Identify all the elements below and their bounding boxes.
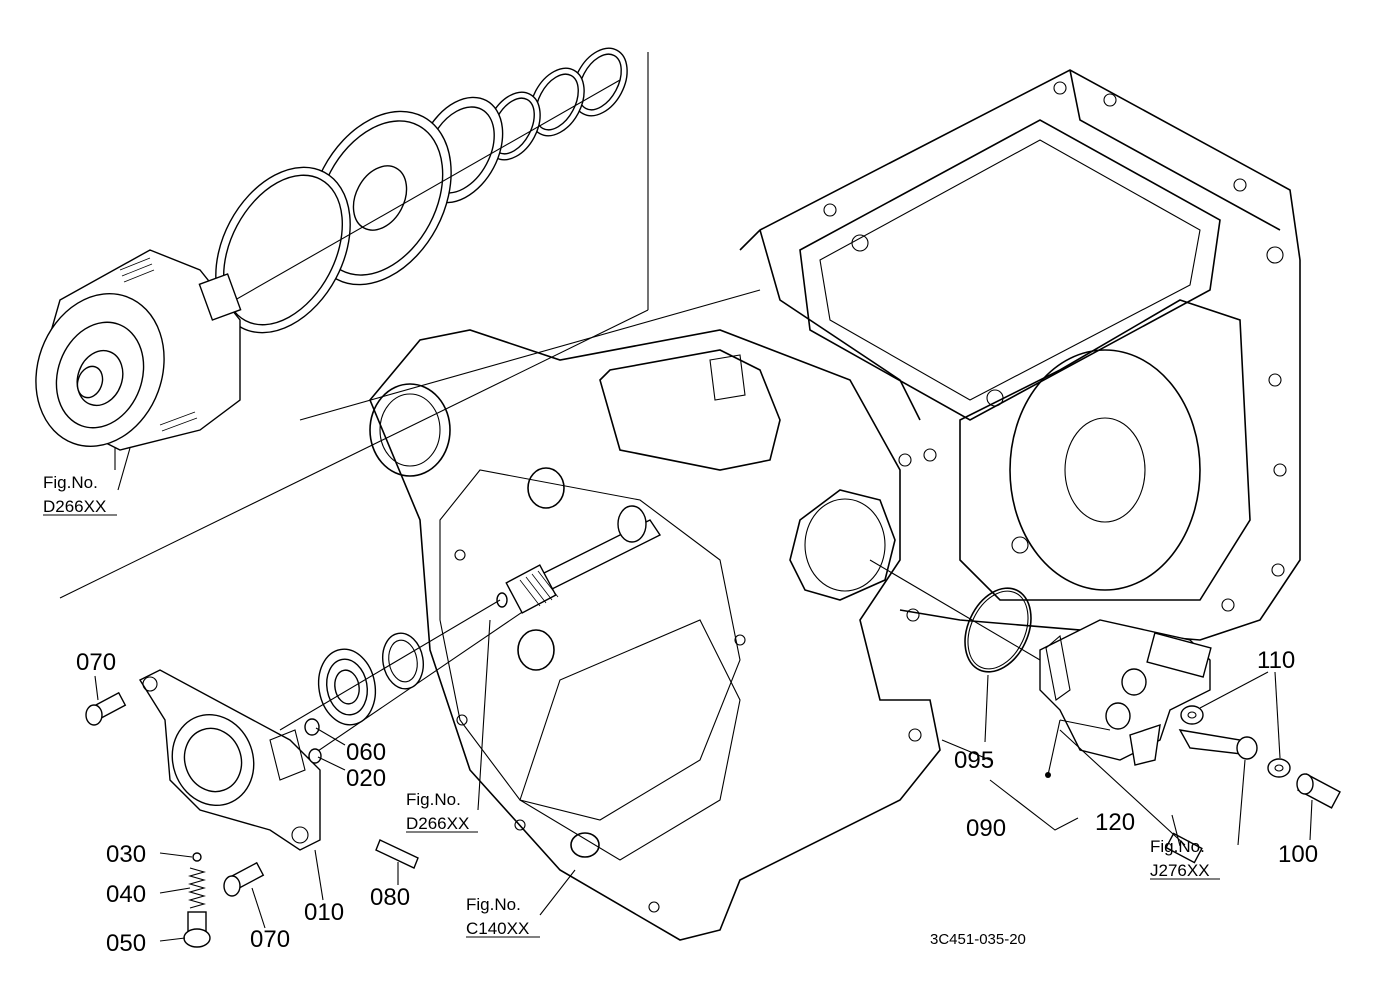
o-ring-095 (964, 587, 1032, 673)
fig-ref-code: D266XX (406, 814, 469, 833)
snap-ring (382, 632, 424, 690)
washer-110-b (1267, 758, 1291, 778)
callout-090: 090 (966, 815, 1006, 842)
callout-030: 030 (106, 841, 146, 868)
fig-ref-label: Fig.No. (1150, 837, 1205, 856)
plug-020 (308, 748, 322, 764)
spring-040 (187, 867, 207, 909)
fig-ref-code: C140XX (466, 919, 529, 938)
bearing (317, 648, 377, 726)
bracket-010 (138, 669, 321, 851)
callout-100: 100 (1278, 841, 1318, 868)
callout-040: 040 (106, 881, 146, 908)
ball-030 (192, 852, 202, 862)
washer-110-a (1180, 705, 1204, 725)
bolt-100 (1296, 773, 1341, 809)
pump-assembly (1039, 619, 1212, 766)
fig-ref-code: J276XX (1150, 861, 1210, 880)
shaft (496, 505, 662, 614)
fig-ref-d266xx-top[interactable]: Fig.No. D266XX (43, 473, 117, 516)
callout-020: 020 (346, 765, 386, 792)
callout-120: 120 (1095, 809, 1135, 836)
callout-010: 010 (304, 899, 344, 926)
callout-060: 060 (346, 739, 386, 766)
callout-095: 095 (954, 747, 994, 774)
pin-080 (375, 839, 419, 869)
callout-070-top: 070 (76, 649, 116, 676)
bolt-120 (1165, 832, 1203, 864)
drawing-code: 3C451-035-20 (930, 931, 1026, 948)
fig-ref-label: Fig.No. (406, 790, 461, 809)
o-ring-060 (304, 718, 320, 736)
pipe-bolt (1178, 729, 1258, 760)
callout-050: 050 (106, 930, 146, 957)
callout-110: 110 (1257, 647, 1295, 674)
callout-080: 080 (370, 884, 410, 911)
fig-ref-c140xx[interactable]: Fig.No. C140XX (466, 895, 540, 938)
clutch-drum (35, 249, 242, 451)
transmission-housing (369, 69, 1301, 941)
fig-ref-label: Fig.No. (43, 473, 98, 492)
snap-ring-pair (485, 47, 628, 161)
plug-050 (183, 911, 211, 948)
pump-gasket (789, 489, 896, 601)
callout-labels: 070 060 020 030 040 050 070 010 080 095 … (76, 647, 1318, 957)
fig-ref-label: Fig.No. (466, 895, 521, 914)
fig-ref-j276xx[interactable]: Fig.No. J276XX (1150, 837, 1220, 880)
callout-070-bottom: 070 (250, 926, 290, 953)
bolt-070-top (85, 691, 127, 726)
bolt-070-bottom (223, 861, 265, 897)
fig-ref-d266xx-middle[interactable]: Fig.No. D266XX (406, 790, 478, 833)
fig-ref-code: D266XX (43, 497, 106, 516)
leader-lines (94, 447, 1313, 942)
